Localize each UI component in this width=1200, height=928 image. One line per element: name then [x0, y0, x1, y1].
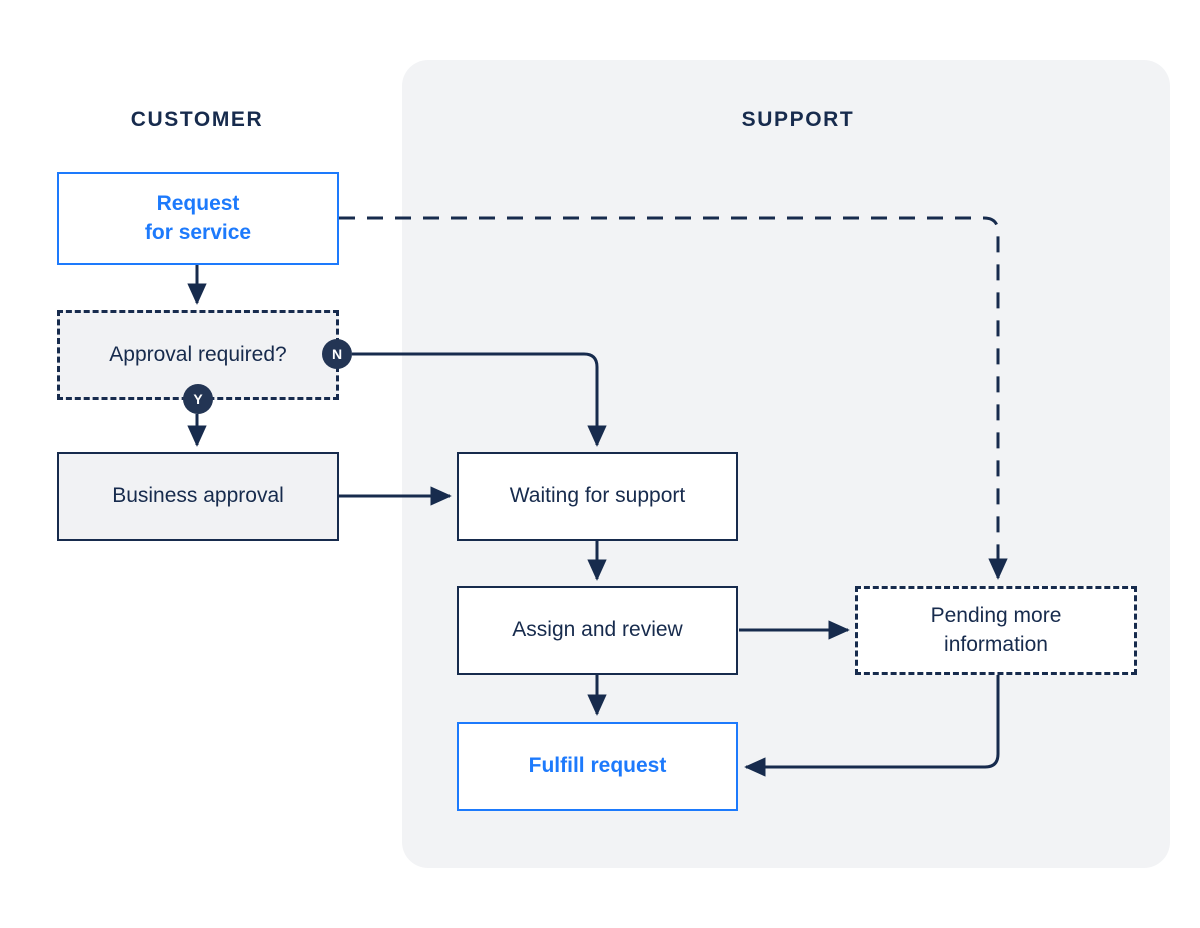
lane-title-customer: CUSTOMER	[130, 108, 264, 131]
node-waiting-for-support[interactable]: Waiting for support	[457, 452, 738, 541]
node-waiting-for-support-label: Waiting for support	[509, 484, 686, 508]
branch-badge-no-label: N	[331, 346, 343, 362]
node-pending-more-information-line2: information	[944, 632, 1048, 656]
node-assign-and-review[interactable]: Assign and review	[457, 586, 738, 675]
branch-badge-yes: Y	[183, 384, 213, 414]
node-fulfill-request[interactable]: Fulfill request	[457, 722, 738, 811]
node-pending-more-information[interactable]: Pending more information	[855, 586, 1137, 675]
lane-title-support: SUPPORT	[741, 108, 855, 131]
node-request-for-service-line1: Request	[156, 192, 240, 216]
node-business-approval[interactable]: Business approval	[57, 452, 339, 541]
node-assign-and-review-label: Assign and review	[512, 618, 683, 642]
branch-badge-yes-label: Y	[193, 391, 203, 407]
node-fulfill-request-label: Fulfill request	[528, 754, 667, 778]
branch-badge-no: N	[322, 339, 352, 369]
node-request-for-service-line2: for service	[144, 220, 252, 244]
node-approval-required-label: Approval required?	[109, 342, 287, 366]
node-pending-more-information-line1: Pending more	[930, 604, 1062, 628]
node-request-for-service[interactable]: Request for service	[57, 172, 339, 265]
node-business-approval-label: Business approval	[112, 484, 284, 508]
